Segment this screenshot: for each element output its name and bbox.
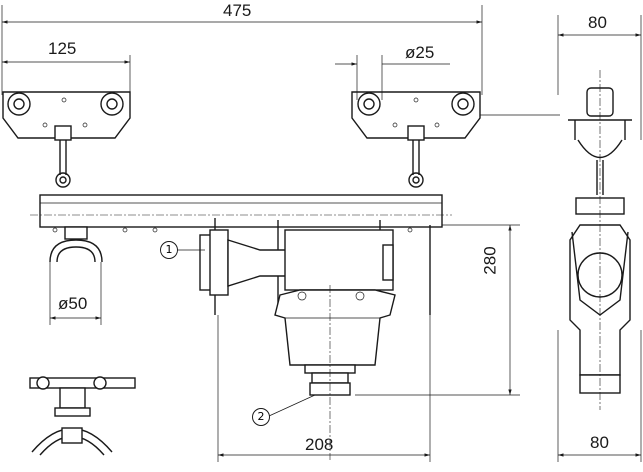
dim-280 — [355, 224, 520, 396]
dim-208 — [217, 315, 431, 462]
dim-label-80-top: 80 — [588, 13, 607, 32]
dim-label-475: 475 — [223, 1, 252, 20]
dim-label-208: 208 — [305, 435, 334, 454]
trolley-right — [351, 91, 560, 188]
dim-label-d25: ø25 — [405, 43, 435, 62]
dim-80-top — [557, 15, 642, 140]
dim-label-80-bottom: 80 — [590, 433, 609, 452]
connector-assembly — [199, 229, 396, 460]
trolley-left — [2, 91, 131, 188]
clamp-detail — [29, 376, 136, 456]
callout-1: 1 — [160, 241, 178, 259]
leader-2 — [268, 394, 316, 417]
beam — [30, 194, 452, 233]
dim-label-d50: ø50 — [58, 294, 88, 313]
dim-label-280: 280 — [480, 246, 500, 275]
callout-2: 2 — [252, 408, 270, 426]
dim-label-125: 125 — [48, 39, 77, 58]
dim-475 — [1, 5, 483, 95]
clamp-left — [49, 226, 103, 325]
side-view — [557, 70, 642, 462]
